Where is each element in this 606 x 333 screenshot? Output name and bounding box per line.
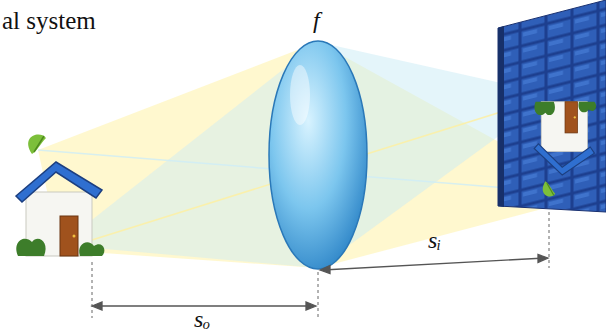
- convex-lens: [269, 41, 367, 269]
- title-fragment: al system: [2, 8, 96, 33]
- focal-length-label: f: [313, 8, 320, 32]
- arrowhead: [320, 266, 330, 274]
- object-house: [16, 135, 104, 256]
- image-screen: [498, 0, 606, 212]
- screen-edge: [498, 26, 504, 207]
- guide-line: [549, 212, 550, 268]
- lens-highlight: [290, 65, 310, 125]
- guide-line: [92, 262, 93, 318]
- guide-line: [318, 272, 319, 318]
- arrowhead: [306, 302, 316, 310]
- arrowhead: [538, 255, 548, 263]
- object-distance-label: sₒ: [194, 307, 210, 331]
- inverted-image: [534, 102, 596, 197]
- arrowhead: [92, 302, 102, 310]
- image-distance-label: sᵢ: [428, 228, 441, 252]
- dimension-line: [323, 258, 545, 270]
